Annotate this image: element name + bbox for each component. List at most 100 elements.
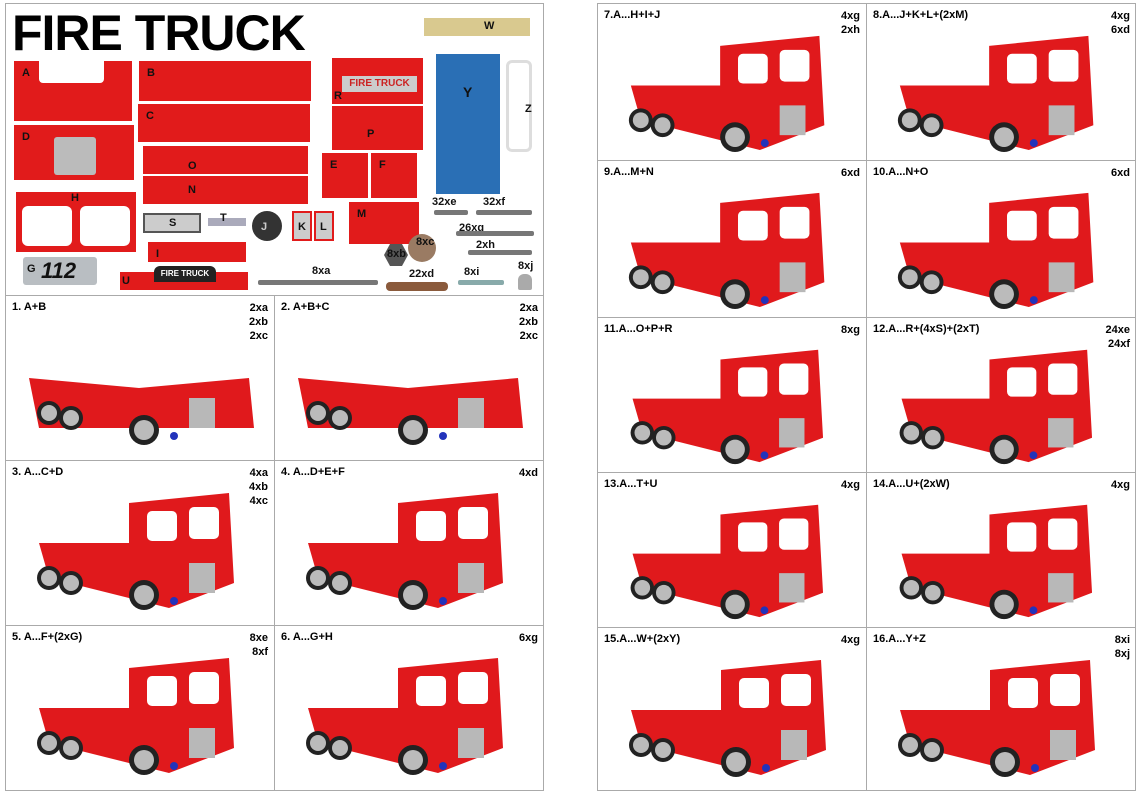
part-w: W [424,18,530,36]
hardware-label: 32xf [483,196,506,208]
step-panel: 15.A...W+(2xY) 4xg [598,628,867,791]
part-s: S [143,213,201,233]
step-label: 8.A...J+K+L+(2xM) [873,9,969,21]
step-hardware: 6xd [1111,166,1130,180]
part-j: J [252,211,282,241]
nut-icon [384,244,408,266]
step-hardware: 4xg [841,478,860,492]
part-o: O [143,146,308,174]
hardware-label: 8xi [464,266,480,278]
hardware-qty: 4xa [249,467,268,479]
part-e: E [322,153,368,198]
assembly-illustration [628,660,826,777]
hardware-qty: 2xb [519,316,538,328]
part-t: T [208,212,246,226]
part-f: F [371,153,417,198]
hardware-qty: 4xd [519,467,538,479]
hardware-qty: 2xc [519,330,538,342]
step-panel: 9.A...M+N 6xd [598,161,867,318]
assembly-illustration [305,658,503,775]
step-hardware: 6xg [519,631,538,645]
step-label: 6. A...G+H [281,631,333,643]
step-hardware: 24xe 24xf [1106,323,1130,351]
part-k: K [292,211,312,241]
assembly-illustration [630,504,824,620]
hardware-qty: 8xg [841,324,860,336]
step-hardware: 4xg [1111,478,1130,492]
step-label: 4. A...D+E+F [281,466,345,478]
assembly-illustration [629,35,825,153]
step-label: 3. A...C+D [12,466,64,478]
bolt-icon [434,210,468,215]
step-panel: 14.A...U+(2xW) 4xg [867,473,1136,628]
cap-nut-icon [518,274,532,290]
hardware-qty: 2xa [519,302,538,314]
hardware-qty: 4xg [841,10,860,22]
step-label: 14.A...U+(2xW) [873,478,950,490]
assembly-illustration [898,35,1094,153]
step-panel: 11.A...O+P+R 8xg [598,318,867,473]
assembly-illustration [28,378,254,445]
step-hardware: 6xd [841,166,860,180]
assembly-illustration [899,504,1093,620]
assembly-illustration [36,493,234,610]
step-label: 15.A...W+(2xY) [604,633,681,645]
hardware-qty: 4xg [841,634,860,646]
step-label: 7.A...H+I+J [604,9,661,21]
part-y-mattress: Y [436,54,500,194]
hardware-qty: 24xf [1107,338,1130,350]
assembly-illustration [36,658,234,775]
step-panel: 4. A...D+E+F 4xd [275,461,544,626]
step-hardware: 2xa 2xb 2xc [519,301,538,343]
hardware-qty: 8xi [1114,634,1130,646]
screw-icon [468,250,532,255]
step-label: 13.A...T+U [604,478,658,490]
part-d: D [14,125,134,180]
part-n: N [143,176,308,204]
part-c: C [138,104,310,142]
hardware-qty: 2xc [249,330,268,342]
screw-icon [456,231,534,236]
assembly-illustration [899,349,1093,465]
dowel-icon [386,282,448,291]
step-panel: 6. A...G+H 6xg [275,626,544,791]
step-label: 12.A...R+(4xS)+(2xT) [873,323,980,335]
step-hardware: 8xg [841,323,860,337]
bolt-icon [258,280,378,285]
hardware-qty: 24xe [1105,324,1130,336]
hardware-label: 32xe [432,196,457,208]
hardware-qty: 4xb [249,481,268,493]
step-label: 9.A...M+N [604,166,654,178]
step-label: 11.A...O+P+R [604,323,673,335]
step-panel: 13.A...T+U 4xg [598,473,867,628]
step-panel: 12.A...R+(4xS)+(2xT) 24xe 24xf [867,318,1136,473]
part-p: P [332,106,423,150]
hardware-label: 22xd [409,268,435,280]
bolt-icon [476,210,532,215]
part-m: M [349,202,419,244]
assembly-illustration [898,192,1094,310]
hardware-label: 2xh [476,239,495,251]
hardware-label: 8xj [518,260,534,272]
hardware-qty: 2xb [249,316,268,328]
step-label: 5. A...F+(2xG) [12,631,83,643]
hardware-qty: 6xd [1111,167,1130,179]
